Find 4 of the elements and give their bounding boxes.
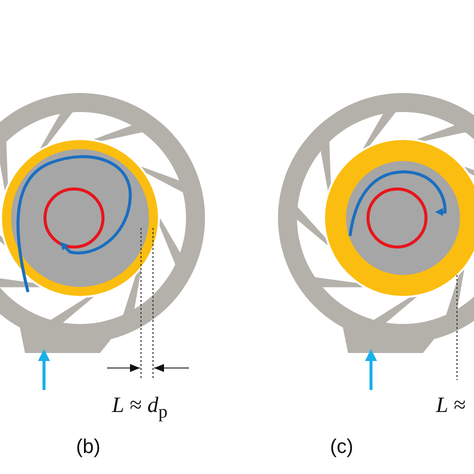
gap-formula: L ≈ (436, 394, 466, 416)
panel-label: (b) (76, 437, 100, 457)
panel-label: (c) (330, 437, 354, 457)
gap-formula: L ≈ d$_{p}$ (112, 394, 168, 421)
